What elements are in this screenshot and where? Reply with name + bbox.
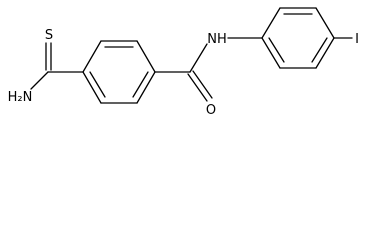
thioamide-group: [30, 42, 84, 90]
atom-label-nh: NH: [207, 32, 227, 47]
bond-c-nh: [189, 43, 208, 73]
atom-label-oxygen: O: [206, 103, 216, 118]
atom-label-iodine: I: [355, 32, 359, 47]
bond-c-n: [30, 71, 49, 90]
benzene-ring-right: [261, 7, 353, 69]
benzene-ring-left: [82, 40, 156, 104]
structure-canvas: S H₂N O NH I: [0, 0, 387, 118]
atom-label-sulfur: S: [45, 28, 53, 43]
bond-c-o-1: [187, 73, 208, 102]
atom-label-amine: H₂N: [8, 90, 33, 105]
bond-c-o-2: [192, 70, 213, 99]
molecule-structure: S H₂N O NH I: [8, 7, 359, 118]
amide-group: [154, 37, 263, 102]
